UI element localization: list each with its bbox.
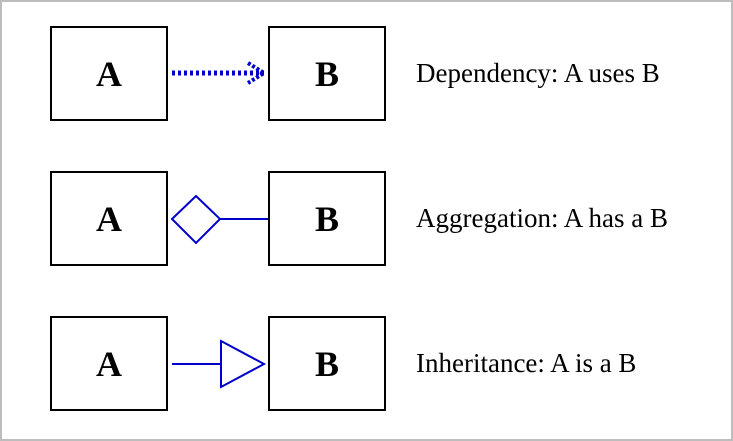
aggregation-diamond <box>170 194 222 245</box>
dependency-class-a-box: A <box>50 26 168 121</box>
aggregation-class-b-box: B <box>268 171 386 266</box>
dependency-connector <box>172 61 268 85</box>
aggregation-class-b-label: B <box>314 198 339 239</box>
aggregation-class-a-label: A <box>96 198 122 239</box>
dependency-class-a-label: A <box>96 53 122 94</box>
inheritance-class-b-label: B <box>314 343 339 384</box>
inheritance-class-a-label: A <box>96 343 122 384</box>
inheritance-description: Inheritance: A is a B <box>416 348 637 378</box>
dependency-class-b-label: B <box>314 53 339 94</box>
aggregation-connector <box>170 194 268 245</box>
inheritance-class-b-box: B <box>268 316 386 411</box>
inheritance-class-a-box: A <box>50 316 168 411</box>
inheritance-connector <box>172 339 267 389</box>
dependency-class-b-box: B <box>268 26 386 121</box>
dependency-description: Dependency: A uses B <box>416 58 660 88</box>
dependency-arrowhead <box>246 61 268 85</box>
aggregation-class-a-box: A <box>50 171 168 266</box>
inheritance-triangle <box>220 339 267 389</box>
aggregation-description: Aggregation: A has a B <box>416 203 668 233</box>
